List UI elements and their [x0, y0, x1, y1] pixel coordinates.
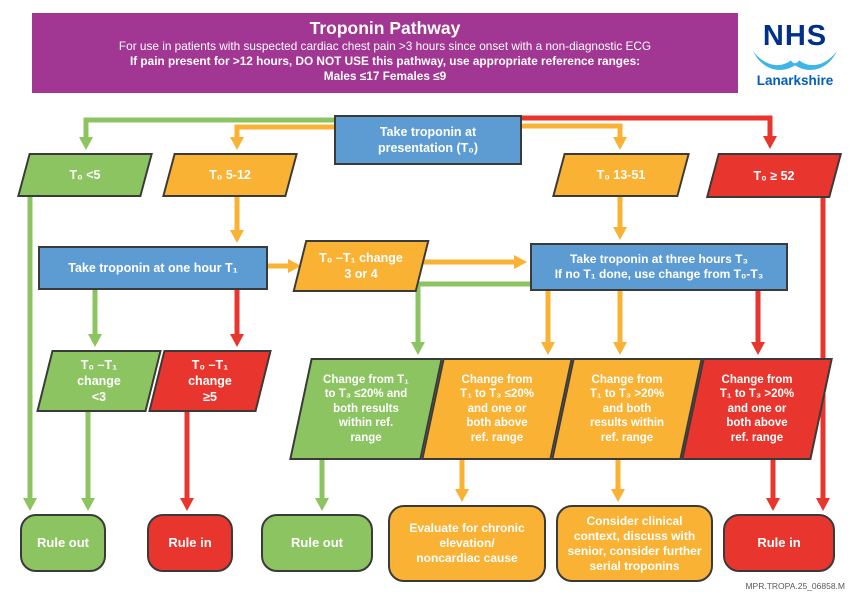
- header-subtitle: For use in patients with suspected cardi…: [118, 39, 652, 53]
- node-evaluate-chronic: Evaluate for chronic elevation/ noncardi…: [388, 505, 546, 582]
- node-t0-ge-52: T₀ ≥ 52: [705, 153, 843, 198]
- node-t1t3-le20-above-range: Change from T₁ to T₃ ≤20% and one or bot…: [421, 358, 573, 460]
- node-label: Rule in: [168, 535, 212, 550]
- header-banner: Troponin Pathway For use in patients wit…: [32, 13, 738, 93]
- node-label: Change from T₁ to T₃ >20% and one or bot…: [719, 373, 795, 444]
- node-label: Evaluate for chronic elevation/ noncardi…: [409, 521, 525, 565]
- node-consider-clinical-context: Consider clinical context, discuss with …: [556, 505, 713, 582]
- nhs-wave-icon: [753, 51, 837, 70]
- node-label: T₀ <5: [69, 168, 101, 182]
- node-take-troponin-one-hour: Take troponin at one hour T₁: [38, 246, 268, 290]
- node-label: T₀ –T₁ change 3 or 4: [319, 251, 403, 281]
- node-rule-out-2: Rule out: [261, 514, 373, 572]
- node-change-ge5: T₀ –T₁ change ≥5: [148, 350, 272, 412]
- node-t0-5-12: T₀ 5-12: [162, 153, 298, 197]
- arrow-presentation-to-t0-5-12: [230, 124, 334, 150]
- node-label: Consider clinical context, discuss with …: [567, 513, 702, 573]
- node-rule-in-2: Rule in: [723, 514, 835, 572]
- header-warning-line1: If pain present for >12 hours, DO NOT US…: [129, 54, 641, 68]
- node-label: Rule out: [37, 535, 89, 550]
- node-t1t3-gt20-within-range: Change from T₁ to T₃ >20% and both resul…: [551, 358, 703, 460]
- document-reference: MPR.TROPA.25_06858.M: [745, 581, 845, 591]
- node-t0-13-51: T₀ 13-51: [552, 153, 690, 197]
- node-t0-lt5: T₀ <5: [17, 153, 153, 197]
- node-label: Change from T₁ to T₃ >20% and both resul…: [589, 373, 665, 444]
- nhs-region-text: Lanarkshire: [756, 73, 834, 88]
- node-label: T₀ –T₁ change ≥5: [188, 358, 232, 404]
- node-label: Rule in: [757, 535, 801, 550]
- node-take-troponin-three-hours: Take troponin at three hours T₃ If no T₁…: [530, 243, 788, 291]
- node-label: T₀ –T₁ change <3: [77, 358, 121, 404]
- arrow-three-hour-to-le20-within: [411, 281, 530, 355]
- node-label: Change from T₁ to T₃ ≤20% and one or bot…: [460, 373, 534, 444]
- nhs-logo-text: NHS: [762, 20, 828, 52]
- node-t1t3-le20-within-range: Change from T₁ to T₃ ≤20% and both resul…: [289, 358, 443, 460]
- node-label: T₀ 13-51: [596, 168, 646, 182]
- page-title: Troponin Pathway: [309, 18, 461, 38]
- node-take-troponin-presentation: Take troponin at presentation (T₀): [334, 115, 522, 165]
- node-label: Change from T₁ to T₃ ≤20% and both resul…: [323, 373, 409, 444]
- node-change-3-or-4: T₀ –T₁ change 3 or 4: [292, 240, 430, 292]
- node-label: Take troponin at three hours T₃ If no T₁…: [554, 252, 764, 281]
- node-t1t3-gt20-above-range: Change from T₁ to T₃ >20% and one or bot…: [681, 358, 833, 460]
- node-label: T₀ 5-12: [209, 168, 251, 182]
- arrow-presentation-to-t0-13-51: [522, 123, 627, 150]
- nhs-lanarkshire-logo: NHS Lanarkshire: [750, 22, 840, 88]
- node-rule-out-1: Rule out: [20, 514, 106, 572]
- node-label: Take troponin at presentation (T₀): [377, 125, 479, 155]
- node-label: T₀ ≥ 52: [753, 168, 795, 183]
- header-warning-line2: Males ≤17 Females ≤9: [323, 69, 447, 83]
- arrow-presentation-to-t0lt5: [79, 117, 334, 150]
- node-rule-in-1: Rule in: [147, 514, 233, 572]
- node-change-lt3: T₀ –T₁ change <3: [36, 350, 162, 412]
- node-label: Rule out: [291, 535, 343, 550]
- node-label: Take troponin at one hour T₁: [68, 261, 238, 275]
- arrow-presentation-to-t0ge52: [522, 115, 777, 149]
